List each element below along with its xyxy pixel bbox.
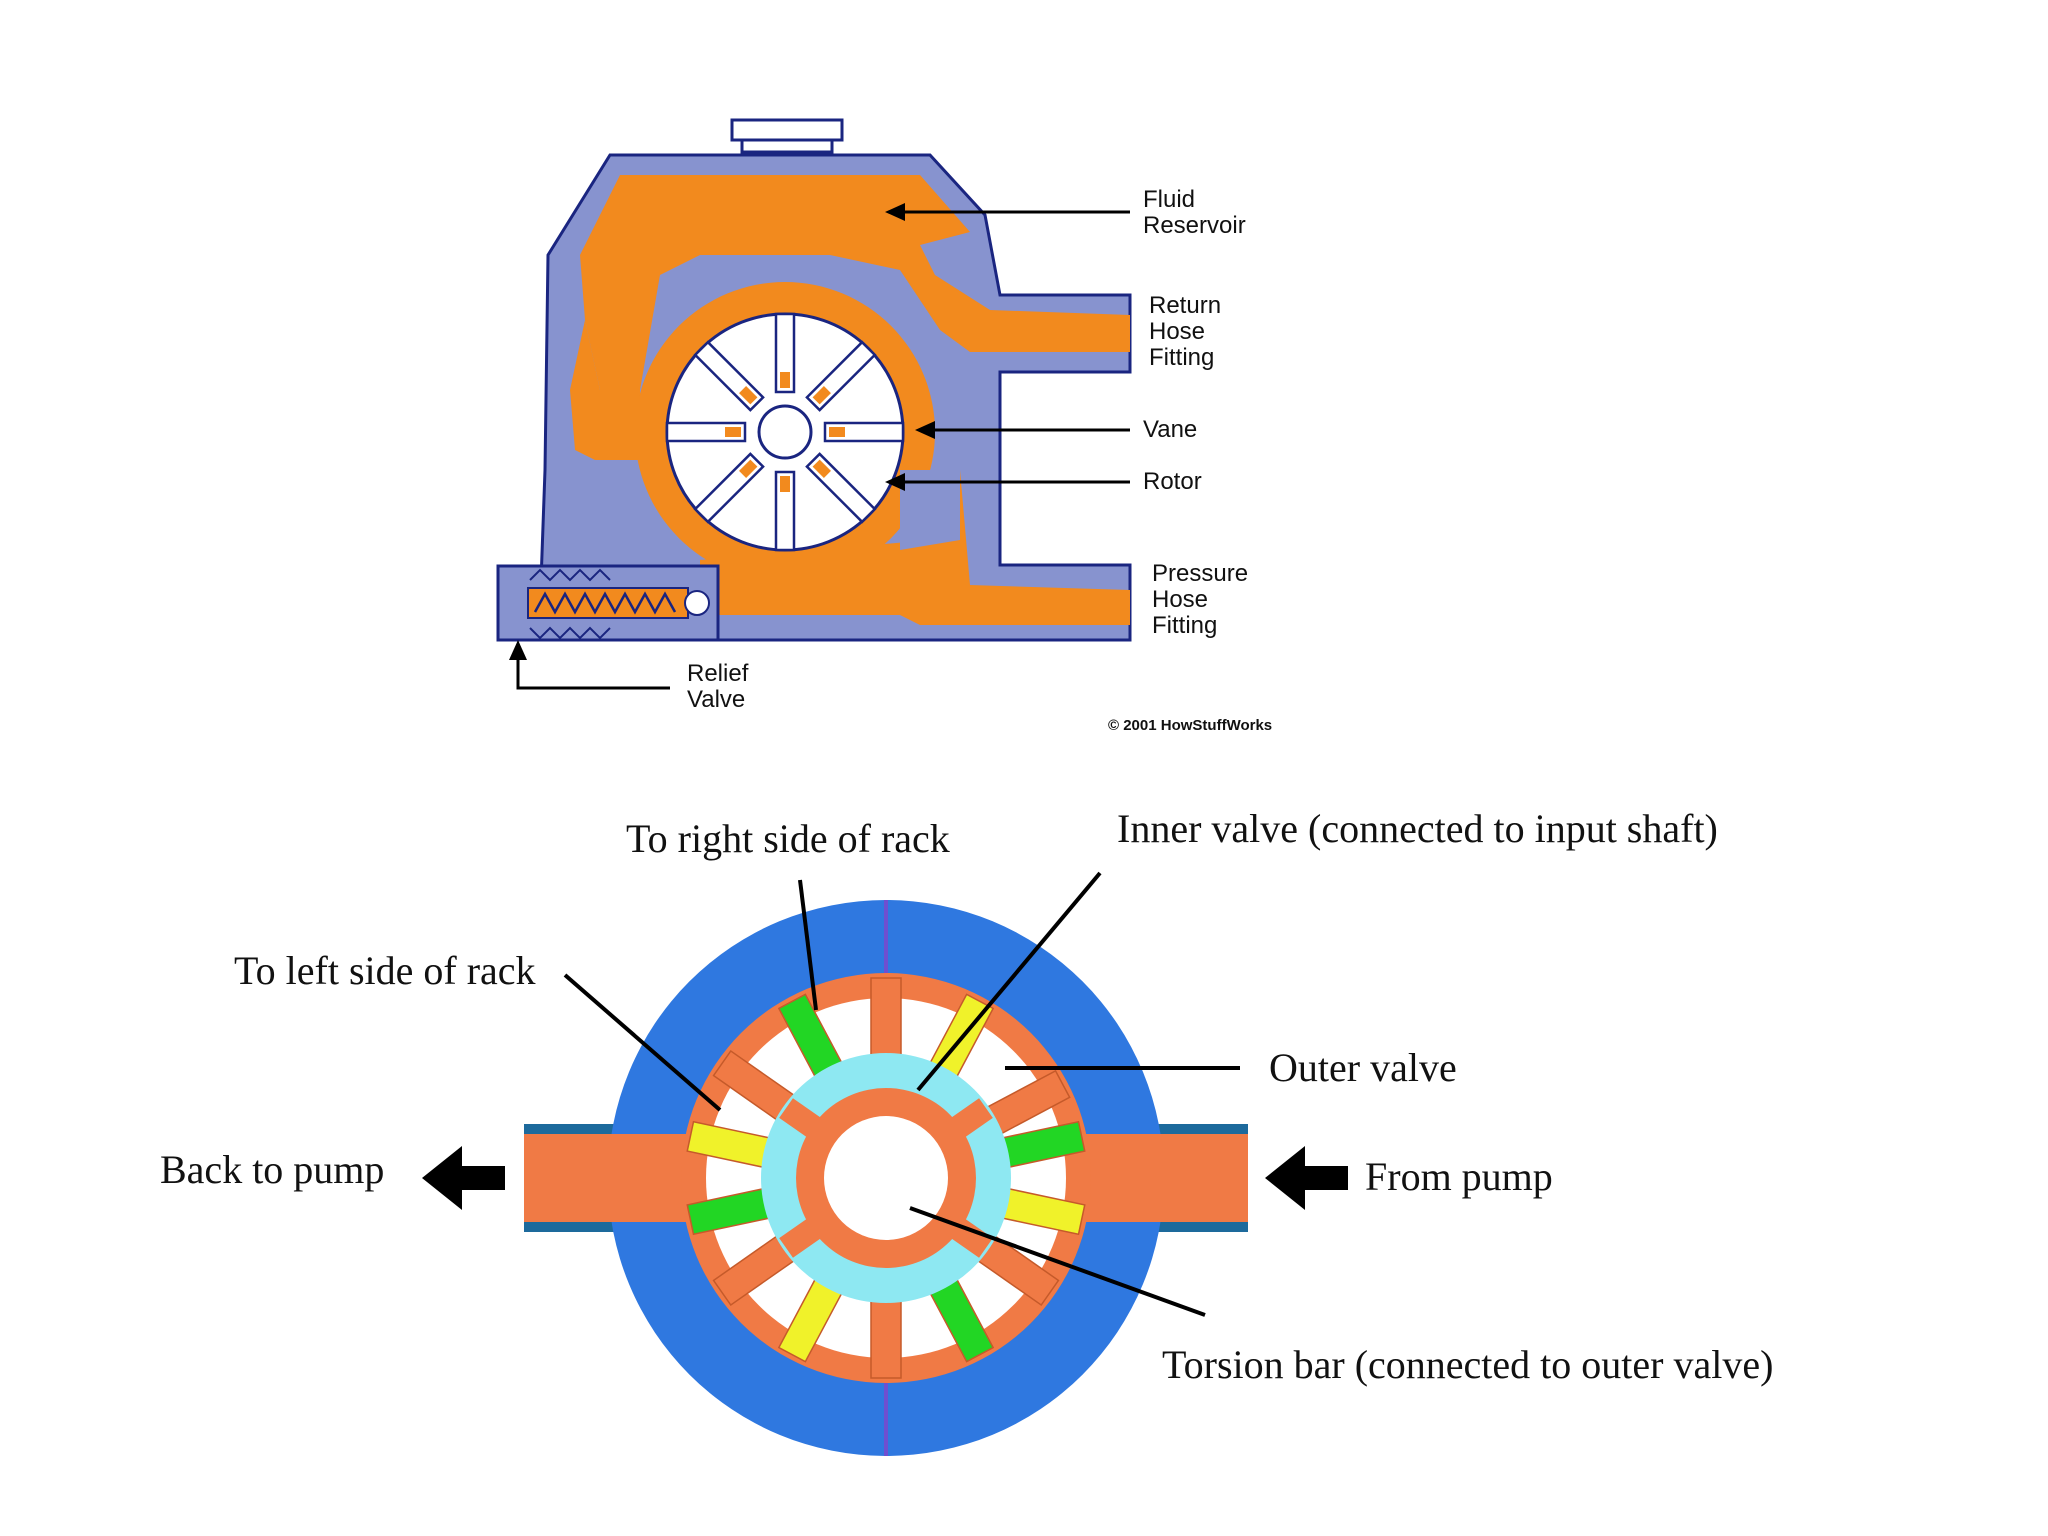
vane-slot-fluid <box>812 459 831 478</box>
label-relief-valve: Relief Valve <box>687 660 755 713</box>
housing-wedge <box>900 470 960 550</box>
label-inner-valve: Inner valve (connected to input shaft) <box>1117 806 1718 851</box>
valve-diagram: To right side of rack Inner valve (conne… <box>160 806 1773 1456</box>
vane-slot-fluid <box>725 427 741 437</box>
label-outer-valve: Outer valve <box>1269 1045 1457 1090</box>
torsion-bar <box>824 1116 948 1240</box>
leader-to-left-side <box>563 973 722 1112</box>
vane-slot <box>823 421 905 443</box>
vanes <box>665 312 905 552</box>
arrowhead-relief-valve <box>509 640 527 660</box>
spoke-bar <box>779 1215 826 1258</box>
valve-port <box>870 1299 902 1379</box>
vane-slot <box>805 452 877 524</box>
leader-torsion-bar <box>909 1206 1206 1317</box>
vane-slot <box>805 340 877 412</box>
vane-slot <box>774 470 796 552</box>
arrowhead-rotor <box>885 473 905 491</box>
leader-relief-valve <box>516 650 670 690</box>
inner-spoke <box>779 1098 826 1141</box>
label-fluid-reservoir: Fluid Reservoir <box>1143 186 1246 239</box>
port-channel <box>870 977 902 1057</box>
vane-slot-fluid <box>780 476 790 492</box>
inner-spoke <box>946 1098 993 1141</box>
fluid-reservoir-fluid <box>580 175 1130 390</box>
relief-valve-spring <box>533 591 677 615</box>
vane-slot <box>774 312 796 394</box>
rotor-hub <box>757 404 813 460</box>
valve-port <box>870 977 902 1057</box>
spoke-bar <box>946 1098 993 1141</box>
vane-slot <box>693 340 765 412</box>
inner-valve-spokes <box>779 1098 993 1258</box>
vane-slot-fluid <box>739 459 758 478</box>
arrowhead-vane <box>915 421 935 439</box>
port-channel <box>870 1299 902 1379</box>
arrowhead-fluid-reservoir <box>885 203 905 221</box>
fluid-left-channel <box>570 320 640 460</box>
vane-slot-fluid <box>829 427 845 437</box>
label-rotor: Rotor <box>1143 468 1202 495</box>
vane-slot <box>665 421 747 443</box>
relief-valve-threads-bottom <box>529 626 611 640</box>
copyright: © 2001 HowStuffWorks <box>1108 717 1272 734</box>
label-return-hose-fitting: Return Hose Fitting <box>1149 292 1228 371</box>
relief-valve-bore <box>527 587 689 619</box>
vane-slot <box>693 452 765 524</box>
vane-slot-fluid <box>812 386 831 405</box>
label-vane: Vane <box>1143 416 1197 443</box>
label-torsion-bar: Torsion bar (connected to outer valve) <box>1162 1342 1773 1387</box>
vane-slot-fluid <box>780 372 790 388</box>
label-from-pump: From pump <box>1365 1154 1553 1199</box>
arrow-from-pump <box>1265 1146 1348 1210</box>
arrow-back-to-pump <box>422 1146 505 1210</box>
label-back-to-pump: Back to pump <box>160 1147 384 1192</box>
reservoir-cap-base <box>740 138 834 154</box>
label-pressure-hose-fitting: Pressure Hose Fitting <box>1152 560 1255 639</box>
relief-valve-threads-top <box>529 568 611 582</box>
label-to-left-side: To left side of rack <box>234 948 536 993</box>
reservoir-cap <box>730 118 844 142</box>
vane-slot-fluid <box>739 386 758 405</box>
leader-to-right-side <box>798 879 818 1011</box>
pump-diagram: Fluid Reservoir Return Hose Fitting Vane… <box>496 118 1272 734</box>
leader-inner-valve <box>916 871 1102 1092</box>
spoke-bar <box>779 1098 826 1141</box>
relief-valve-ball <box>684 590 710 616</box>
inner-spoke <box>779 1215 826 1258</box>
label-to-right-side: To right side of rack <box>626 816 950 861</box>
